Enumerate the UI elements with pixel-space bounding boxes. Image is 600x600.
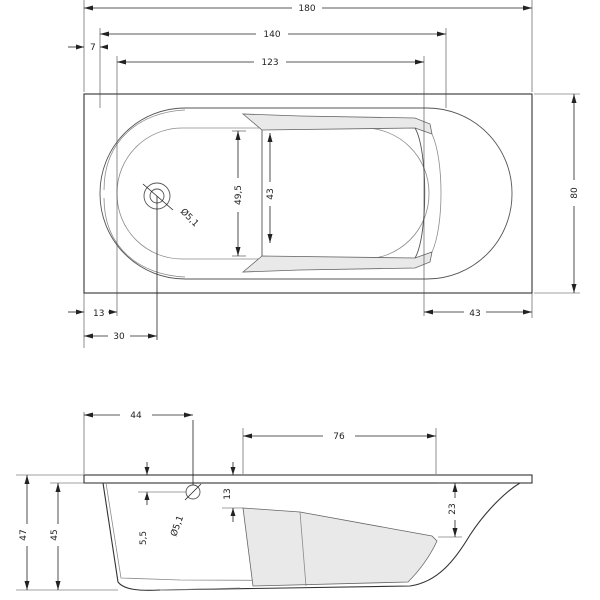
dim-drain-offset-side: 44: [83, 411, 193, 474]
overflow-symbol: [184, 420, 202, 501]
label-180: 180: [298, 4, 315, 14]
dim-bottom-length: 123: [116, 56, 425, 316]
tub-inner-shading-2: [103, 197, 186, 278]
dim-side-offset: 7: [68, 43, 108, 53]
backrest-top: [241, 113, 442, 273]
top-view: 180 140 7 123: [68, 0, 580, 348]
label-43-backrest: 43: [266, 188, 276, 199]
dim-backrest-width: 43: [266, 133, 276, 243]
label-47: 47: [19, 529, 29, 540]
label-76: 76: [333, 432, 345, 442]
dim-overflow-height: 13: [222, 462, 243, 522]
label-44: 44: [130, 411, 142, 421]
dim-bottom-width: 49,5: [232, 130, 246, 257]
label-30: 30: [113, 332, 125, 342]
tub-side-profile: [102, 482, 521, 591]
dim-total-height: 47: [16, 474, 118, 591]
dim-drain-offset-top: 30: [84, 332, 157, 342]
tub-rim-outline: [83, 93, 533, 294]
label-123: 123: [261, 58, 278, 68]
tub-rim-section: [83, 474, 533, 484]
label-49-5: 49,5: [234, 185, 244, 205]
dim-overflow-offset: 5,5: [138, 462, 186, 545]
dim-right-margin: 43: [424, 293, 533, 319]
dim-backrest-height: 23: [438, 482, 462, 538]
label-140: 140: [263, 30, 280, 40]
label-overflow-diameter: Ø5,1: [168, 514, 186, 538]
label-23: 23: [448, 503, 458, 514]
dim-backrest-length: 76: [242, 428, 437, 474]
tub-inner-outline: [99, 107, 513, 280]
label-drain-diameter: Ø5,1: [178, 206, 201, 229]
dim-overall-width: 80: [534, 93, 580, 294]
label-13-side: 13: [223, 488, 233, 499]
label-7: 7: [90, 43, 96, 53]
label-45: 45: [50, 529, 60, 540]
tub-inner-shading: [103, 109, 186, 191]
dim-inner-length: 140: [99, 28, 447, 108]
label-43-right: 43: [469, 309, 480, 319]
label-13-left: 13: [93, 309, 104, 319]
side-view: 44 76 47 45: [16, 411, 533, 591]
drain-symbol: [142, 182, 174, 340]
label-80: 80: [570, 187, 580, 199]
dim-inner-depth: 45: [50, 482, 103, 590]
backrest-section: [242, 507, 438, 587]
dim-left-margin: 13: [68, 293, 117, 348]
dim-overall-length: 180: [83, 0, 533, 92]
label-5-5: 5,5: [139, 531, 149, 545]
